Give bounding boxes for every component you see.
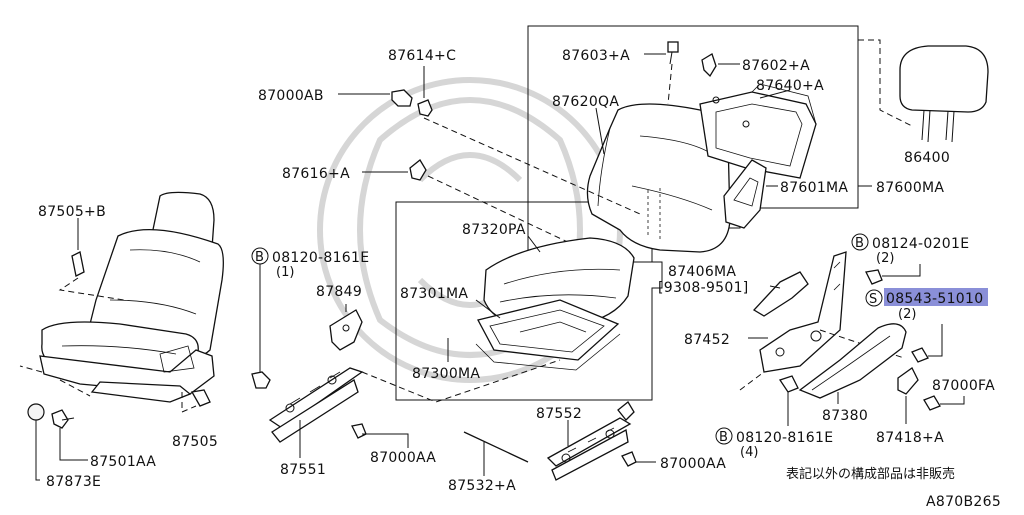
bolt-marker-2-letter: B [855,236,864,251]
seatback-frame-part[interactable] [699,83,817,179]
label-bolt1-num: 08120-8161E [272,250,369,266]
screw-87501AA-part[interactable] [51,409,75,429]
label-87614C: 87614+C [388,48,456,64]
label-87640A: 87640+A [756,78,824,94]
leader-87873E [35,420,40,481]
bolt-marker-2: B [851,233,869,251]
bracket-87849-part[interactable] [329,309,363,351]
wire-87532-part[interactable] [463,431,529,463]
leader-87620 [595,107,605,155]
label-87505: 87505 [172,434,218,450]
seat-leader-dash [19,365,91,397]
slide-rail-87551-part[interactable] [268,367,364,443]
label-87301MA: 87301MA [400,286,468,302]
note-not-sold-separately: 表記以外の構成部品は非販売 [786,466,955,482]
escutcheon-87616-part[interactable] [409,159,427,181]
label-bolt3-num: 08120-8161E [736,430,833,446]
label-87000AA-a: 87000AA [370,450,436,466]
label-87300MA: 87300MA [412,366,480,382]
label-87406MA: 87406MA [668,264,736,280]
clip-87505-part[interactable] [190,389,211,407]
highlighted-part-number-box[interactable] [884,288,988,306]
label-bolt2-qty: (2) [876,251,894,266]
label-87380: 87380 [822,408,868,424]
label-87616A: 87616+A [282,166,350,182]
bolt-08120-4-part[interactable] [778,375,799,393]
slide-rail-87552-part[interactable] [546,401,635,481]
seatback-side-trim-part[interactable] [723,159,767,229]
screw-marker: S [865,289,883,307]
bolt-87000AB-part[interactable] [391,89,413,107]
leader-87000AA-a [362,433,409,448]
label-87418A: 87418+A [876,430,944,446]
label-87452: 87452 [684,332,730,348]
clip-87602-part[interactable] [701,53,717,78]
leader-87000FA [940,396,965,405]
label-bolt3-qty: (4) [740,445,758,460]
bolt-marker-1-letter: B [255,250,264,265]
bolt-marker-3: B [715,427,733,445]
label-87320PA: 87320PA [462,222,526,238]
label-87000AB: 87000AB [258,88,324,104]
leader-87301 [475,299,501,319]
leader-87320 [527,235,541,253]
label-87620QA: 87620QA [552,94,619,110]
label-screw-num[interactable]: 08543-51010 [886,291,983,307]
leader-87603-dash [667,63,673,105]
label-bolt2-num: 08124-0201E [872,236,969,252]
cushion-frame-part[interactable] [475,299,621,371]
recliner-87452-part[interactable] [759,251,847,373]
cap-87873E-part[interactable] [27,403,45,421]
bolt-marker-1: B [251,247,269,265]
label-87552: 87552 [536,406,582,422]
assembly-dash-lines [423,117,641,263]
cover-87406MA-part[interactable] [752,271,809,317]
knob-87418-part[interactable] [897,367,919,395]
bolt-08124-part[interactable] [865,269,883,285]
finisher-87380-part[interactable] [798,323,907,399]
label-87601MA: 87601MA [780,180,848,196]
seat-assembly-illustration[interactable] [39,191,224,403]
label-87000AA-b: 87000AA [660,456,726,472]
headrest-leader [858,39,913,127]
label-87505B: 87505+B [38,204,106,220]
label-86400: 86400 [904,150,950,166]
bolt-87000AA-a-part[interactable] [351,423,367,439]
bolt-08120-1-part[interactable] [251,371,271,389]
label-bolt1-qty: (1) [276,265,294,280]
label-87603A: 87603+A [562,48,630,64]
label-87000FA: 87000FA [932,378,995,394]
label-87532A: 87532+A [448,478,516,494]
bolt-marker-3-letter: B [719,430,728,445]
screw-87000FA-part[interactable] [923,395,941,411]
label-screw-qty: (2) [898,307,916,322]
screw-marker-letter: S [869,292,877,307]
label-87600MA: 87600MA [876,180,944,196]
label-87873E: 87873E [46,474,101,490]
diagram-code: A870B265 [926,494,1001,510]
leader-87505-dash [181,392,197,413]
leader-screw [928,324,943,357]
label-87406MA-range: [9308-9501] [658,280,749,296]
clip-87505B-part[interactable] [71,251,85,277]
headrest-part[interactable] [899,45,989,143]
screw-08543-part[interactable] [911,347,929,363]
label-87849: 87849 [316,284,362,300]
bolt-87000AA-b-part[interactable] [621,451,637,467]
leader-87501AA [59,428,88,461]
leader-87406 [769,285,781,289]
label-87602A: 87602+A [742,58,810,74]
leader-bolt2 [882,264,921,277]
cap-87614-part[interactable] [417,99,433,117]
clip-87603-part[interactable] [667,41,679,65]
leader-87505B-dash [58,277,125,301]
leader-87640 [759,89,791,99]
label-87551: 87551 [280,462,326,478]
label-87501AA: 87501AA [90,454,156,470]
